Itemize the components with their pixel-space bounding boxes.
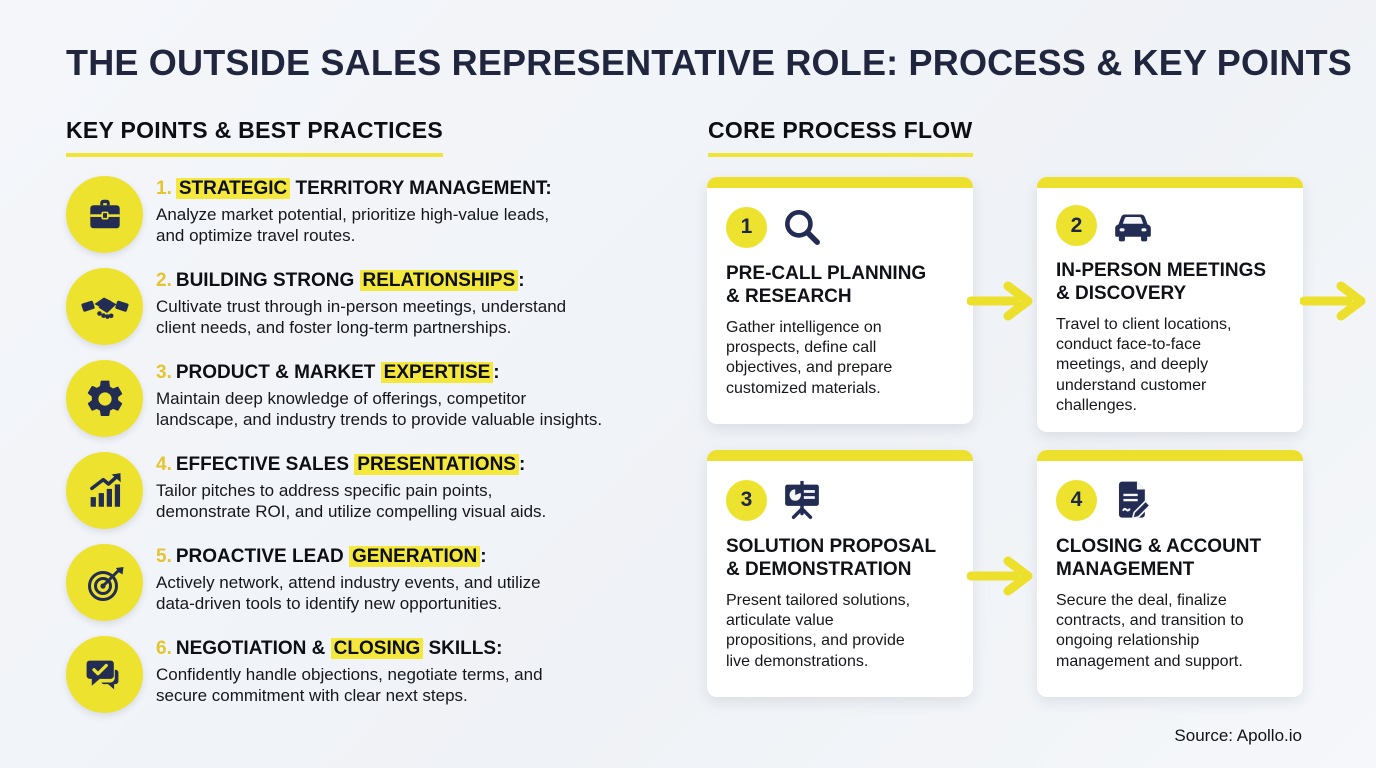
item-number: 1. xyxy=(156,178,172,199)
process-step-card-2: 2 IN-PERSON MEETINGS & DISCOVERY Travel … xyxy=(1037,177,1303,433)
highlighted-word: STRATEGIC xyxy=(175,178,291,199)
key-point-body: Analyze market potential, prioritize hig… xyxy=(156,204,550,245)
flow-arrow-icon xyxy=(1300,281,1366,321)
page-title: THE OUTSIDE SALES REPRESENTATIVE ROLE: P… xyxy=(66,42,1352,83)
card-body: Present tailored solutions, articulate v… xyxy=(726,591,911,670)
key-points-list: 1.STRATEGIC TERRITORY MANAGEMENT: Analyz… xyxy=(66,176,666,728)
contract-icon xyxy=(1110,478,1154,522)
key-point-body: Actively network, attend industry events… xyxy=(156,572,541,613)
key-point-body: Maintain deep knowledge of offerings, co… xyxy=(156,388,603,429)
card-accent-bar xyxy=(1037,177,1303,188)
key-point-text: 2.BUILDING STRONG RELATIONSHIPS: Cultiva… xyxy=(156,268,666,345)
process-flow-heading: CORE PROCESS FLOW xyxy=(708,117,973,157)
source-credit: Source: Apollo.io xyxy=(1174,726,1302,745)
briefcase-icon xyxy=(66,176,143,253)
key-point-title: 2.BUILDING STRONG RELATIONSHIPS: xyxy=(156,270,525,291)
list-item: 2.BUILDING STRONG RELATIONSHIPS: Cultiva… xyxy=(66,268,666,345)
process-step-card-4: 4 CLOSING & ACCOUNT MANAGEMENT Secure th… xyxy=(1037,450,1303,697)
list-item: 1.STRATEGIC TERRITORY MANAGEMENT: Analyz… xyxy=(66,176,666,253)
key-point-body: Cultivate trust through in-person meetin… xyxy=(156,296,567,337)
key-point-text: 6.NEGOTIATION & CLOSING SKILLS: Confiden… xyxy=(156,636,666,713)
flow-arrow-icon xyxy=(967,281,1033,321)
highlighted-word: CLOSING xyxy=(330,638,424,659)
key-point-body: Confidently handle objections, negotiate… xyxy=(156,664,543,705)
card-title: SOLUTION PROPOSAL & DEMONSTRATION xyxy=(726,536,937,580)
process-step-card-1: 1 PRE-CALL PLANNING & RESEARCH Gather in… xyxy=(707,177,973,424)
card-accent-bar xyxy=(707,177,973,188)
item-number: 3. xyxy=(156,362,172,383)
key-point-body: Tailor pitches to address specific pain … xyxy=(156,480,547,521)
key-point-text: 3.PRODUCT & MARKET EXPERTISE: Maintain d… xyxy=(156,360,666,437)
target-icon xyxy=(66,544,143,621)
card-title: CLOSING & ACCOUNT MANAGEMENT xyxy=(1056,536,1262,580)
key-points-heading: KEY POINTS & BEST PRACTICES xyxy=(66,117,444,157)
gear-icon xyxy=(66,360,143,437)
key-point-title: 6.NEGOTIATION & CLOSING SKILLS: xyxy=(156,638,503,659)
card-body: Gather intelligence on prospects, define… xyxy=(726,318,893,397)
list-item: 5.PROACTIVE LEAD GENERATION: Actively ne… xyxy=(66,544,666,621)
handshake-icon xyxy=(66,268,143,345)
highlighted-word: EXPERTISE xyxy=(380,362,494,383)
list-item: 3.PRODUCT & MARKET EXPERTISE: Maintain d… xyxy=(66,360,666,437)
card-body: Secure the deal, finalize contracts, and… xyxy=(1056,591,1244,670)
step-number-badge: 1 xyxy=(726,206,767,248)
chat-check-icon xyxy=(66,636,143,713)
highlighted-word: GENERATION xyxy=(348,546,481,567)
step-number-badge: 3 xyxy=(726,479,767,521)
key-point-title: 4.EFFECTIVE SALES PRESENTATIONS: xyxy=(156,454,526,475)
card-accent-bar xyxy=(707,450,973,461)
highlighted-word: RELATIONSHIPS xyxy=(359,270,519,291)
flow-arrow-icon xyxy=(967,556,1033,596)
process-step-card-3: 3 SOLUTION PROPOSAL & DEMONSTRATION Pres… xyxy=(707,450,973,697)
item-number: 5. xyxy=(156,546,172,567)
key-point-title: 1.STRATEGIC TERRITORY MANAGEMENT: xyxy=(156,178,552,199)
step-number-badge: 2 xyxy=(1056,205,1097,246)
highlighted-word: PRESENTATIONS xyxy=(354,454,519,475)
key-point-text: 5.PROACTIVE LEAD GENERATION: Actively ne… xyxy=(156,544,666,621)
magnifier-icon xyxy=(780,205,824,249)
key-point-text: 1.STRATEGIC TERRITORY MANAGEMENT: Analyz… xyxy=(156,176,666,253)
presentation-icon xyxy=(780,478,824,522)
card-title: IN-PERSON MEETINGS & DISCOVERY xyxy=(1056,260,1267,304)
key-point-title: 5.PROACTIVE LEAD GENERATION: xyxy=(156,546,487,567)
key-point-title: 3.PRODUCT & MARKET EXPERTISE: xyxy=(156,362,500,383)
list-item: 6.NEGOTIATION & CLOSING SKILLS: Confiden… xyxy=(66,636,666,713)
card-accent-bar xyxy=(1037,450,1303,461)
key-point-text: 4.EFFECTIVE SALES PRESENTATIONS: Tailor … xyxy=(156,452,666,529)
card-title: PRE-CALL PLANNING & RESEARCH xyxy=(726,263,927,307)
item-number: 4. xyxy=(156,454,172,475)
car-icon xyxy=(1110,206,1156,246)
bar-chart-icon xyxy=(66,452,143,529)
step-number-badge: 4 xyxy=(1056,479,1097,521)
item-number: 2. xyxy=(156,270,172,291)
card-body: Travel to client locations, conduct face… xyxy=(1056,315,1232,414)
item-number: 6. xyxy=(156,638,172,659)
list-item: 4.EFFECTIVE SALES PRESENTATIONS: Tailor … xyxy=(66,452,666,529)
